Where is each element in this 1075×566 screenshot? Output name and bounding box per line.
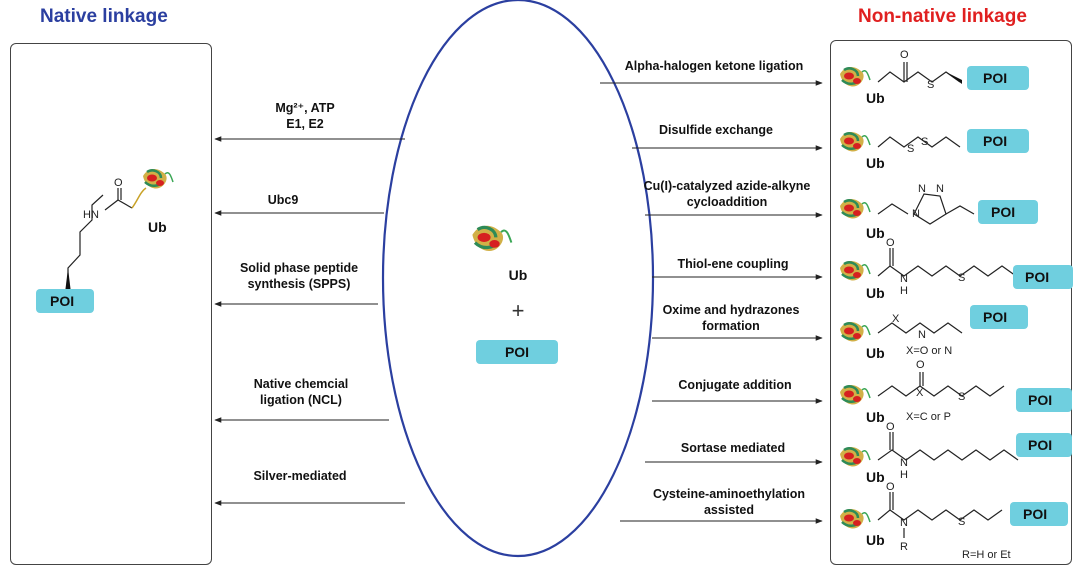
o-atom-label: O (114, 177, 123, 189)
structure-poi-tag (978, 200, 1038, 224)
non-native-method-label: Cysteine-aminoethylation (653, 487, 805, 501)
native-ub-label: Ub (148, 219, 167, 235)
non-native-structures-panel (830, 40, 1072, 565)
structure-poi-tag (1016, 388, 1072, 412)
native-poi-label: POI (50, 293, 74, 309)
o-atom-label: O (886, 421, 895, 433)
structure-oxime-hydrazone: Ub X N POI X=O or N (838, 305, 1028, 361)
structure-poi-label: POI (1028, 437, 1052, 453)
s-atom-label: S (927, 79, 934, 91)
o-atom-label: O (886, 481, 895, 493)
structure-ub-label: Ub (866, 285, 885, 301)
conjugate-note: X=C or P (906, 411, 951, 423)
structure-poi-label: POI (1023, 506, 1047, 522)
native-method-label: synthesis (SPPS) (248, 277, 351, 291)
structure-poi-label: POI (983, 309, 1007, 325)
o-atom-label: O (916, 359, 925, 371)
nh-atom-label: HN (83, 209, 99, 221)
s-atom-label: S (958, 391, 965, 403)
n-atom-label: N (936, 183, 944, 195)
structure-ub-label: Ub (866, 225, 885, 241)
r-atom-label: R (900, 541, 908, 553)
structure-ub-label: Ub (866, 90, 885, 106)
ub-protein-icon (470, 224, 514, 253)
structure-poi-tag (1010, 502, 1068, 526)
n-atom-label: N (918, 183, 926, 195)
non-native-method-label: Alpha-halogen ketone ligation (625, 59, 803, 73)
native-method-label: ligation (NCL) (260, 393, 342, 407)
n-atom-label: N (918, 329, 926, 341)
native-linkage-title: Native linkage (40, 6, 168, 27)
x-atom-label: X (916, 387, 924, 399)
non-native-method-label: Oxime and hydrazones (663, 303, 800, 317)
h-atom-label: H (900, 469, 908, 481)
center-poi-label: POI (505, 344, 529, 360)
non-native-arrows (600, 80, 823, 524)
oxime-note: X=O or N (906, 345, 952, 357)
native-method-labels: Mg²⁺, ATP E1, E2 Ubc9 Solid phase peptid… (240, 101, 358, 483)
s-atom-label: S (958, 272, 965, 284)
o-atom-label: O (886, 237, 895, 249)
n-atom-label: N (912, 208, 920, 220)
native-method-label: Ubc9 (268, 193, 299, 207)
native-method-label: Mg²⁺, ATP (275, 101, 334, 115)
native-method-label: Native chemcial (254, 377, 349, 391)
s-atom-label: S (907, 143, 914, 155)
non-native-method-label: cycloaddition (687, 195, 768, 209)
s-atom-label: S (958, 516, 965, 528)
structure-poi-tag (1013, 265, 1073, 289)
structure-poi-label: POI (1028, 392, 1052, 408)
center-poi-tag (476, 340, 558, 364)
center-ub-label: Ub (509, 267, 528, 283)
non-native-method-label: assisted (704, 503, 754, 517)
structure-cysteine-aminoethylation: Ub O N R S POI R=H or Et (838, 481, 1068, 561)
n-atom-label: N (900, 457, 908, 469)
non-native-method-label: Cu(I)-catalyzed azide-alkyne (644, 179, 811, 193)
structure-ub-label: Ub (866, 345, 885, 361)
structure-ub-label: Ub (866, 532, 885, 548)
native-poi-tag (36, 289, 94, 313)
native-method-label: Solid phase peptide (240, 261, 358, 275)
native-arrows (214, 136, 405, 506)
non-native-method-label: Disulfide exchange (659, 123, 773, 137)
structure-alpha-halogen-ketone: Ub O S POI (838, 49, 1029, 106)
structure-poi-label: POI (983, 133, 1007, 149)
x-atom-label: X (892, 313, 900, 325)
h-atom-label: H (900, 285, 908, 297)
n-atom-label: N (900, 273, 908, 285)
structure-poi-tag (967, 66, 1029, 90)
structure-ub-label: Ub (866, 409, 885, 425)
n-atom-label: N (900, 517, 908, 529)
native-method-label: Silver-mediated (253, 469, 346, 483)
structure-poi-label: POI (991, 204, 1015, 220)
non-native-method-label: Sortase mediated (681, 441, 785, 455)
non-native-method-label: Thiol-ene coupling (677, 257, 788, 271)
structure-disulfide: Ub S S POI (838, 129, 1029, 171)
non-native-method-labels: Alpha-halogen ketone ligation Disulfide … (625, 59, 811, 517)
structure-poi-label: POI (1025, 269, 1049, 285)
s-atom-label: S (921, 136, 928, 148)
cysteine-note: R=H or Et (962, 549, 1011, 561)
central-ellipse (381, 0, 655, 558)
structure-thiol-ene: Ub O N H S POI (838, 237, 1073, 301)
structure-poi-tag (970, 305, 1028, 329)
structure-conjugate-addition: Ub O X S POI X=C or P (838, 359, 1072, 425)
structure-ub-label: Ub (866, 155, 885, 171)
structure-triazole: Ub N N N POI (838, 183, 1038, 241)
center-plus: + (512, 298, 525, 323)
structure-sortase: Ub O N H POI (838, 421, 1072, 485)
structure-poi-label: POI (983, 70, 1007, 86)
structure-ub-label: Ub (866, 469, 885, 485)
native-isopeptide-structure: HN O Ub POI (36, 167, 175, 313)
non-native-linkage-title: Non-native linkage (858, 6, 1027, 27)
o-atom-label: O (900, 49, 909, 61)
structure-poi-tag (1016, 433, 1072, 457)
native-method-label: E1, E2 (286, 117, 324, 131)
non-native-method-label: Conjugate addition (678, 378, 791, 392)
structure-poi-tag (967, 129, 1029, 153)
non-native-method-label: formation (702, 319, 760, 333)
